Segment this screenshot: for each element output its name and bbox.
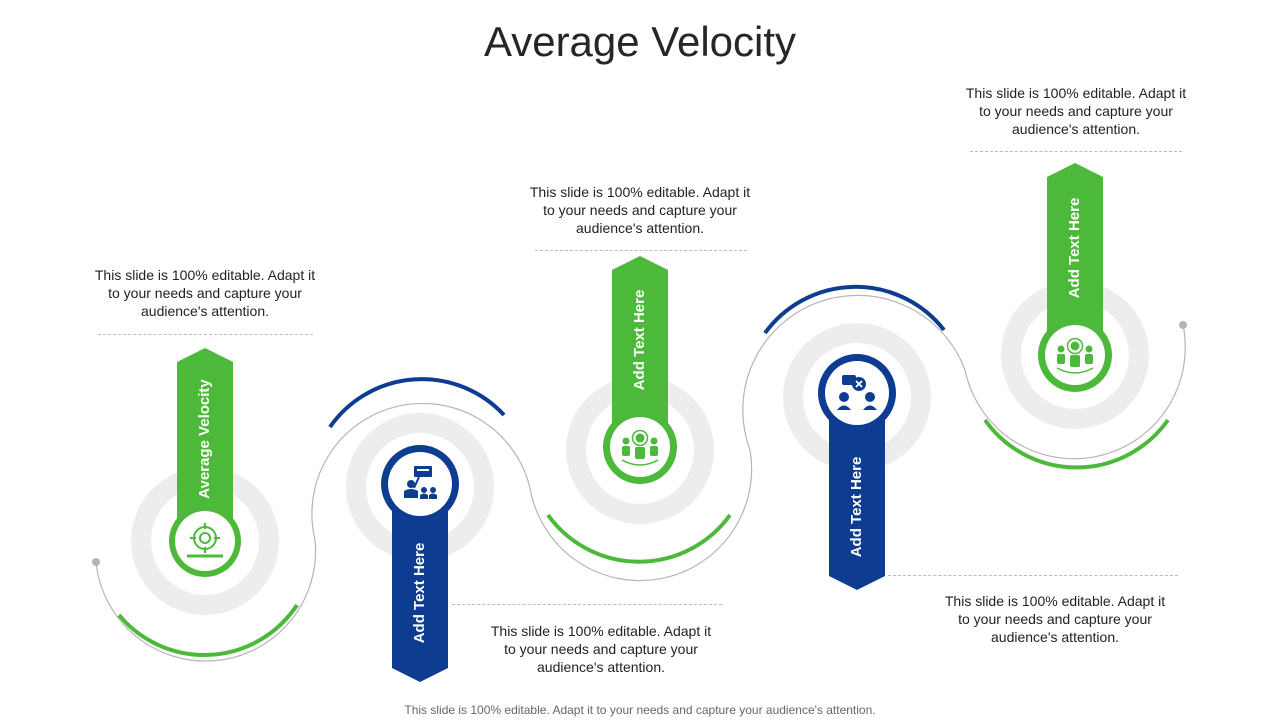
step-4-description: This slide is 100% editable. Adapt it to… xyxy=(944,593,1166,645)
step-2-banner[interactable] xyxy=(392,487,448,682)
accent-arc-1 xyxy=(117,603,299,657)
step-1-divider xyxy=(98,334,313,335)
connector-end-dot xyxy=(1179,321,1187,329)
target-icon xyxy=(187,523,223,558)
footer-note: This slide is 100% editable. Adapt it to… xyxy=(404,703,876,717)
step-3-divider xyxy=(535,250,747,251)
step-5-label: Add Text Here xyxy=(1066,198,1083,299)
step-1-description: This slide is 100% editable. Adapt it to… xyxy=(94,267,316,319)
presenter-audience-icon xyxy=(404,466,437,499)
connector-start-dot xyxy=(92,558,100,566)
accent-arc-4 xyxy=(763,284,946,335)
step-1-banner[interactable] xyxy=(177,348,233,538)
discussion-icon xyxy=(837,375,877,410)
step-1: Average Velocity xyxy=(131,348,279,615)
step-4-banner[interactable] xyxy=(829,397,885,590)
step-5-divider xyxy=(970,151,1182,152)
step-2-label: Add Text Here xyxy=(411,543,428,644)
step-4-divider xyxy=(888,575,1178,576)
accent-arc-5 xyxy=(983,418,1170,470)
step-3-banner[interactable] xyxy=(612,256,668,445)
step-5: Add Text Here xyxy=(1001,163,1149,429)
accent-arc-3 xyxy=(546,513,732,564)
step-4: Add Text Here xyxy=(783,323,931,590)
step-5-banner[interactable] xyxy=(1047,163,1103,352)
step-3: Add Text Here xyxy=(566,256,714,524)
step-2-divider xyxy=(452,604,722,605)
step-1-label: Average Velocity xyxy=(196,379,213,499)
step-3-label: Add Text Here xyxy=(631,290,648,391)
step-2: Add Text Here xyxy=(346,413,494,682)
connector-wave xyxy=(95,294,1186,662)
step-5-description: This slide is 100% editable. Adapt it to… xyxy=(965,85,1187,137)
team-group-icon xyxy=(621,429,659,466)
team-group-icon xyxy=(1056,337,1094,374)
step-2-description: This slide is 100% editable. Adapt it to… xyxy=(490,623,712,675)
accent-arc-2 xyxy=(328,377,506,429)
page-title: Average Velocity xyxy=(483,18,797,65)
step-3-description: This slide is 100% editable. Adapt it to… xyxy=(529,184,751,236)
step-4-label: Add Text Here xyxy=(848,457,865,558)
